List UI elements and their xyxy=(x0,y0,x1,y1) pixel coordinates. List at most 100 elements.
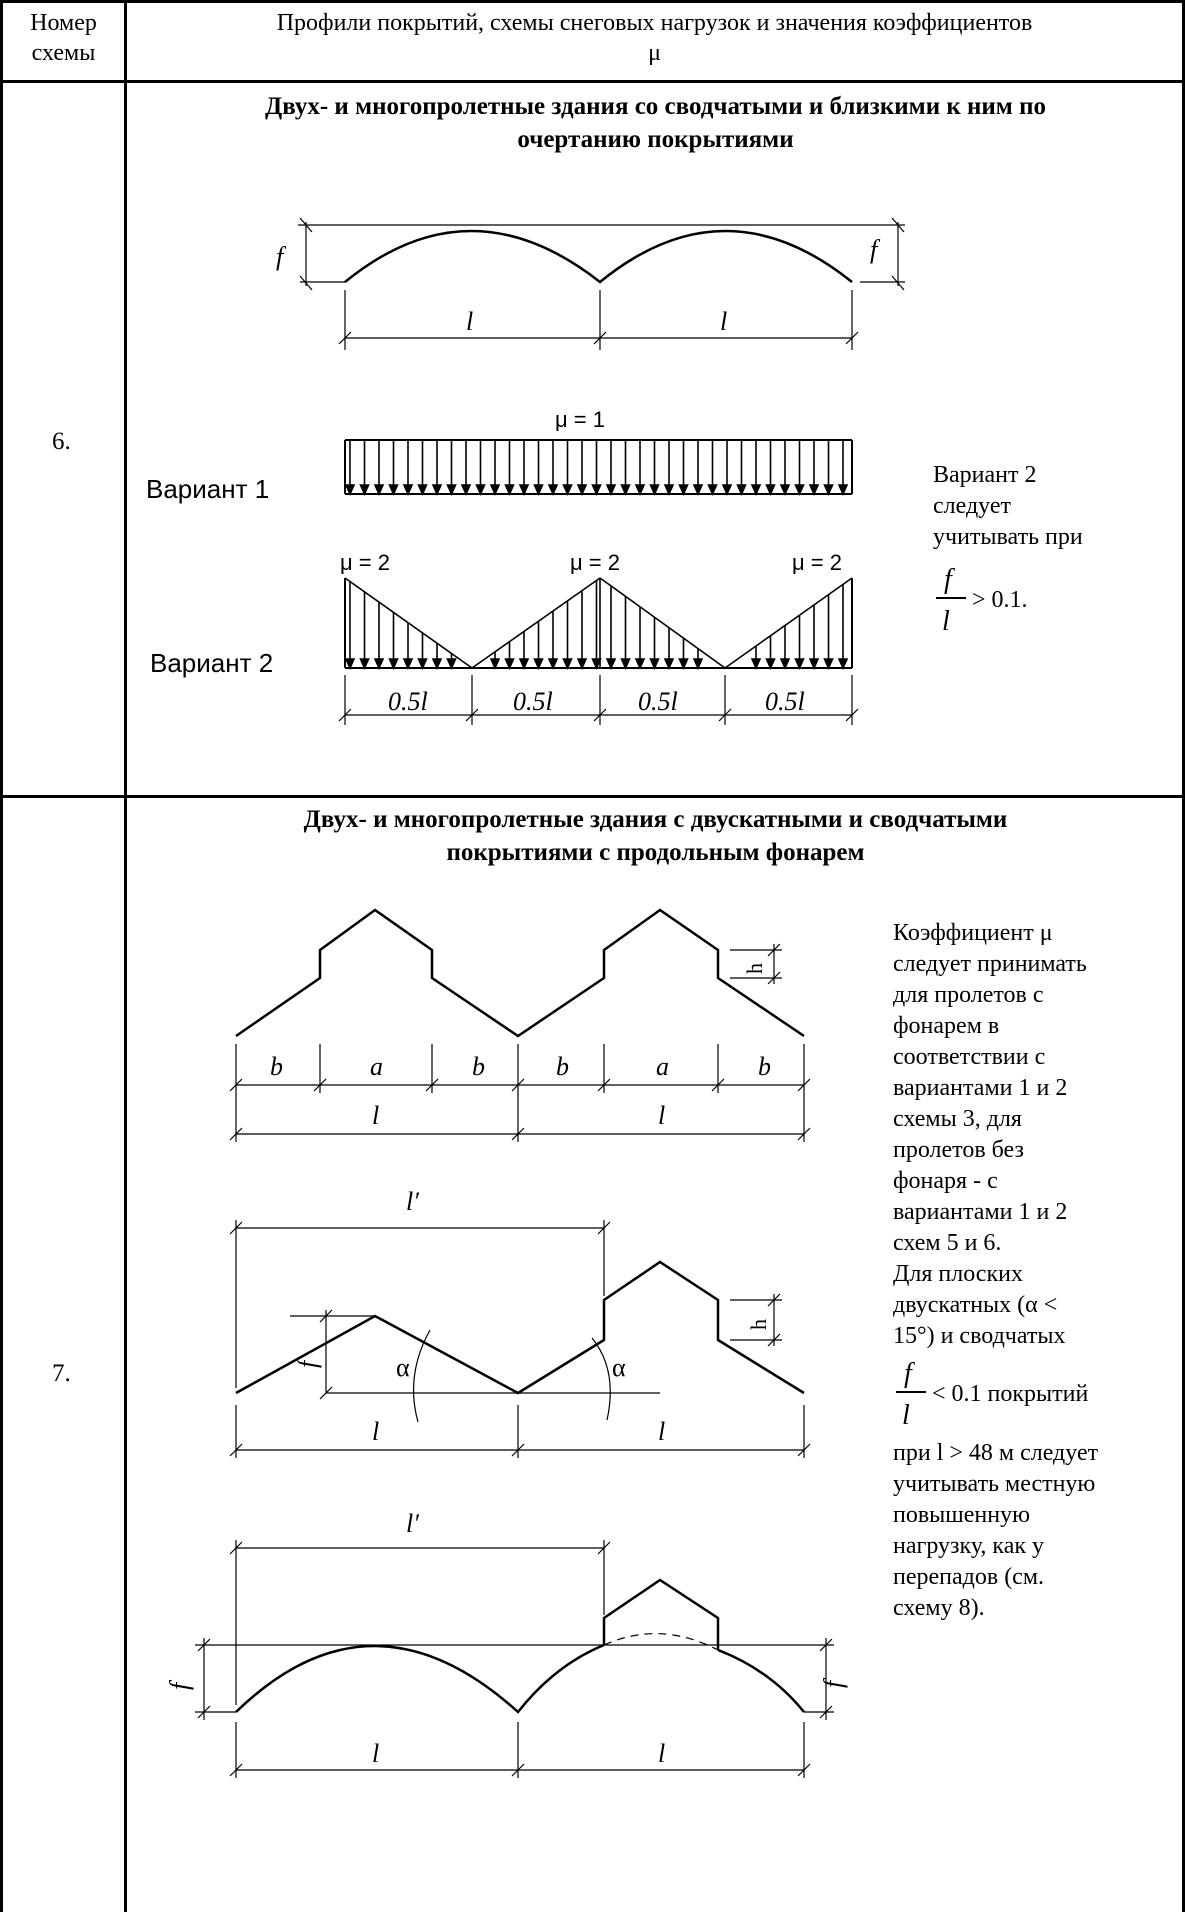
load-arrow-head xyxy=(591,658,602,670)
row7-note-line: вариантами 1 и 2 xyxy=(893,1199,1068,1225)
row7-dim-b: b xyxy=(270,1052,283,1081)
row7-dim-f: f xyxy=(819,1677,848,1688)
row7-note: Коэффициент μ следует принимать для прол… xyxy=(893,918,1183,1352)
load-arrow-head xyxy=(678,658,689,670)
row7-dim-b: b xyxy=(556,1052,569,1081)
row7-ticks-1 xyxy=(229,1078,811,1141)
row7-note-line: соответствии с xyxy=(893,1044,1046,1070)
row7-note-line: Коэффициент μ xyxy=(893,920,1053,946)
load-arrow-head xyxy=(388,484,399,496)
load-arrow-head xyxy=(736,484,747,496)
row6-half-dimensions xyxy=(338,675,859,725)
load-arrow-head xyxy=(707,484,718,496)
load-arrow-head xyxy=(779,658,791,670)
row7-number: 7. xyxy=(52,1360,71,1387)
row7-dim-a: a xyxy=(370,1052,383,1081)
row7-dim-lprime: l′ xyxy=(406,1187,419,1216)
row7-note-line: перепадов (см. xyxy=(893,1564,1045,1590)
row7-dim-h: h xyxy=(742,963,767,974)
header-col2-line1: Профили покрытий, схемы снеговых нагрузо… xyxy=(276,10,1033,36)
load-arrow-head xyxy=(533,484,544,496)
load-arrow-head xyxy=(649,658,660,670)
load-arrow-head xyxy=(823,658,834,670)
row7-note-line: схем 5 и 6. xyxy=(893,1230,1002,1256)
load-arrow-head xyxy=(417,658,428,670)
row6-dim-l: l xyxy=(720,307,727,336)
row6-note: Вариант 2 следует учитывать при xyxy=(933,460,1173,553)
load-arrow-head xyxy=(794,658,805,670)
load-arrow-head xyxy=(620,658,631,670)
load-arrow-head xyxy=(489,484,501,496)
header-divider xyxy=(0,80,1185,83)
row7-note-line: для пролетов с xyxy=(893,982,1044,1008)
load-arrow-head xyxy=(779,484,791,496)
row6-mu2-mid: μ = 2 xyxy=(570,550,620,575)
load-arrow-head xyxy=(837,484,849,496)
row7-note-line: 15°) и сводчатых xyxy=(893,1323,1066,1349)
row7-dim-l: l xyxy=(658,1101,665,1130)
load-arrow-head xyxy=(402,658,414,670)
formula-rest: > 0.1. xyxy=(972,587,1028,613)
row7-angle-right: α xyxy=(612,1353,626,1382)
row7-dashed-vault xyxy=(603,1633,719,1651)
row7-dims-3 xyxy=(195,1540,834,1778)
header-col1-line2: схемы xyxy=(31,40,96,66)
load-arrow-head xyxy=(765,484,776,496)
row7-title-line1: Двух- и многопролетные здания с двускатн… xyxy=(303,806,1008,833)
row6-note-formula: f l > 0.1. xyxy=(936,564,1028,637)
row6-dim-f-left: f xyxy=(276,242,287,271)
load-arrow-head xyxy=(823,484,834,496)
load-arrow-head xyxy=(431,484,443,496)
row6-diagram: f f l l μ = 1 μ = 2 μ = 2 μ = 2 0.5l 0.5… xyxy=(276,217,905,725)
row7-note-line: при l > 48 м следует xyxy=(893,1440,1099,1466)
header-col1: Номер схемы xyxy=(3,8,124,68)
row6-title-line2: очертанию покрытиями xyxy=(517,126,794,153)
row7-note-line: двускатных (α < xyxy=(893,1292,1058,1318)
row7-dim-lprime: l′ xyxy=(406,1509,419,1538)
load-arrow-head xyxy=(431,658,443,670)
load-arrow-head xyxy=(620,484,631,496)
load-arrow-head xyxy=(634,484,646,496)
formula-numerator: f xyxy=(904,1358,915,1389)
table-column-divider xyxy=(124,0,127,1912)
row7-note-line: Для плоских xyxy=(893,1261,1023,1287)
formula-denominator: l xyxy=(902,1400,910,1431)
header-col1-line1: Номер xyxy=(30,10,97,36)
row6-half-span: 0.5l xyxy=(638,687,678,716)
row6-variant1-load xyxy=(344,439,853,496)
row7-ticks-3 xyxy=(197,1541,833,1777)
load-arrow-head xyxy=(388,658,399,670)
load-arrow-head xyxy=(518,484,530,496)
row7-note-line: схему 8). xyxy=(893,1595,985,1621)
row6-title-line1: Двух- и многопролетные здания со сводчат… xyxy=(265,93,1046,120)
load-arrow-head xyxy=(663,658,675,670)
row7-note-line: учитывать местную xyxy=(893,1471,1096,1497)
load-arrow-head xyxy=(605,484,617,496)
load-arrow-head xyxy=(808,658,820,670)
load-arrow-head xyxy=(562,658,573,670)
load-arrow-head xyxy=(576,658,588,670)
row6-number: 6. xyxy=(52,428,71,455)
formula-denominator: l xyxy=(942,606,950,637)
load-arrow-head xyxy=(808,484,820,496)
load-arrow-head xyxy=(692,658,704,670)
row7-ticks-2 xyxy=(229,1221,811,1457)
row7-note-line: фонаря - с xyxy=(893,1168,998,1194)
load-arrow-head xyxy=(344,484,356,496)
row7-profile-1 xyxy=(235,908,805,1038)
table-border-left xyxy=(0,0,3,1912)
row7-dims-2 xyxy=(235,1220,805,1458)
row7-note-line: фонарем в xyxy=(893,1013,1000,1039)
row6-note-line: следует xyxy=(933,493,1011,519)
row6-dimensions xyxy=(298,217,905,350)
row6-variant1-label: Вариант 1 xyxy=(146,474,270,504)
load-arrow-head xyxy=(721,484,733,496)
load-arrow-head xyxy=(504,484,515,496)
header-col2: Профили покрытий, схемы снеговых нагрузо… xyxy=(127,8,1182,68)
formula-rest: < 0.1 покрытий xyxy=(932,1381,1088,1407)
load-arrow-head xyxy=(649,484,660,496)
load-arrow-head xyxy=(446,658,457,670)
row6-half-span: 0.5l xyxy=(765,687,805,716)
row7-angle-left: α xyxy=(396,1353,410,1382)
